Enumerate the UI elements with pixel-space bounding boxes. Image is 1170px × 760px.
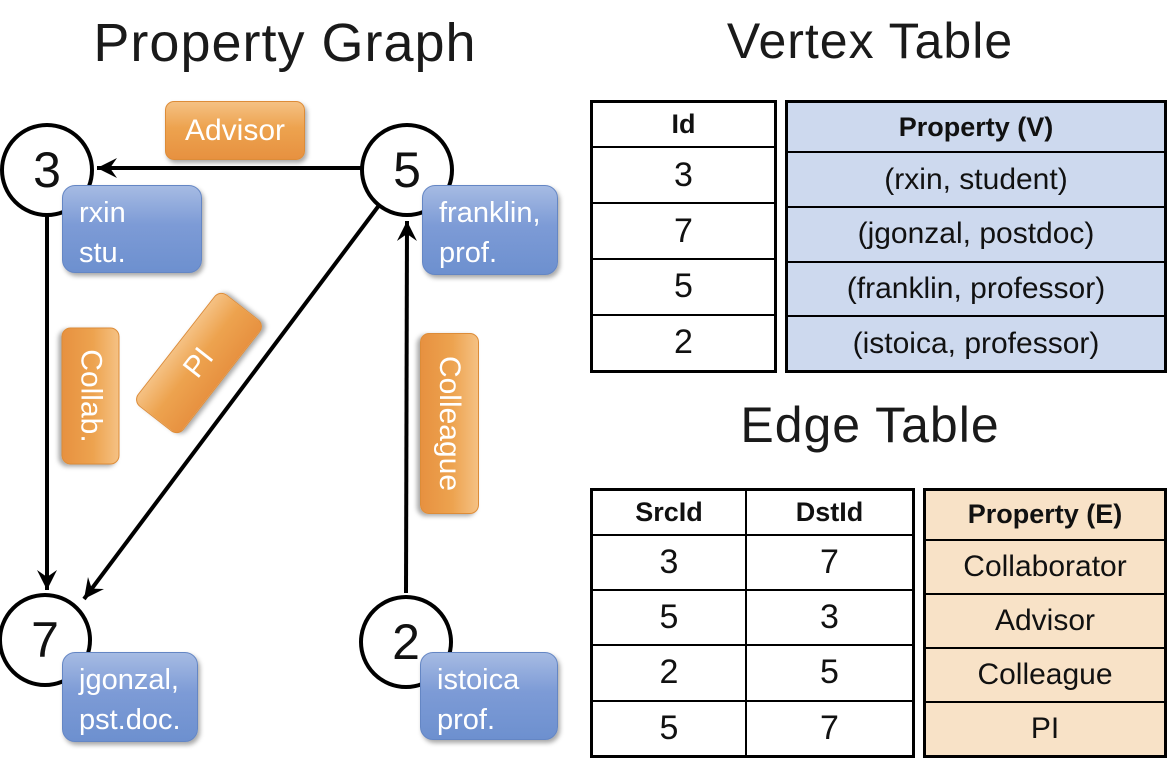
vertex-table-cell: (franklin, professor) (785, 260, 1167, 318)
vertex-label-jgonzal: jgonzal, pst.doc. (62, 652, 198, 742)
vertex-table-id-column: Id 3 7 5 2 (590, 100, 777, 373)
edge-colleague-arrow (396, 220, 417, 594)
edge-table-title: Edge Table (740, 397, 1000, 453)
edge-table-cell: 5 (590, 588, 747, 647)
edge-table-cell: 5 (590, 699, 747, 758)
edge-table-id-columns: SrcId DstId 3 7 5 3 2 5 5 7 (590, 488, 915, 758)
graph-title: Property Graph (93, 13, 477, 73)
vertex-label-line: prof. (439, 237, 498, 269)
edge-label-advisor: Advisor (165, 101, 305, 160)
vertex-table-cell: 7 (590, 202, 777, 260)
edge-table-cell: Advisor (923, 592, 1167, 649)
node-id-3: 3 (33, 142, 61, 198)
vertex-label-istoica: istoica prof. (420, 652, 558, 740)
node-id-7: 7 (31, 612, 59, 668)
node-id-5: 5 (393, 142, 421, 198)
vertex-label-franklin: franklin, prof. (422, 185, 558, 275)
edge-label-colleague: Colleague (420, 333, 479, 514)
vertex-table-cell: (jgonzal, postdoc) (785, 205, 1167, 263)
vertex-table-property-column: Property (V) (rxin, student) (jgonzal, p… (785, 100, 1167, 373)
edge-table-cell: 5 (745, 644, 915, 702)
vertex-label-line: prof. (437, 704, 496, 736)
vertex-table-header-id: Id (590, 100, 777, 149)
vertex-table-cell: 3 (590, 146, 777, 205)
vertex-table-cell: 2 (590, 313, 777, 373)
vertex-table-header-property: Property (V) (785, 100, 1167, 154)
edge-table-property-column: Property (E) Collaborator Advisor Collea… (923, 488, 1167, 758)
edge-table-cell: PI (923, 700, 1167, 758)
vertex-label-line: franklin, (439, 197, 541, 229)
edge-table-cell: 7 (745, 533, 915, 591)
edge-pi-arrow (82, 202, 382, 601)
edge-label-collab: Collab. (61, 327, 120, 465)
edge-table-cell: 3 (745, 588, 915, 647)
edge-table-cell: Collaborator (923, 538, 1167, 595)
vertex-label-line: istoica (437, 664, 520, 696)
vertex-label-line: pst.doc. (79, 704, 181, 736)
vertex-label-line: jgonzal, (79, 664, 179, 696)
edge-table-header-dstid: DstId (745, 488, 915, 536)
vertex-label-line: stu. (79, 237, 126, 269)
edge-table-cell: 3 (590, 533, 747, 591)
edge-table-header-property: Property (E) (923, 488, 1167, 541)
edge-table-cell: 7 (745, 699, 915, 758)
vertex-label-line: rxin (79, 197, 126, 229)
edge-table-header-srcid: SrcId (590, 488, 747, 536)
vertex-label-rxin: rxin stu. (62, 185, 202, 273)
vertex-table-title: Vertex Table (726, 13, 1014, 69)
node-id-2: 2 (392, 614, 420, 670)
vertex-table-cell: (rxin, student) (785, 151, 1167, 208)
edge-table-cell: 2 (590, 644, 747, 702)
vertex-table-cell: (istoica, professor) (785, 315, 1167, 373)
vertex-table-cell: 5 (590, 257, 777, 316)
edge-table-cell: Colleague (923, 646, 1167, 703)
